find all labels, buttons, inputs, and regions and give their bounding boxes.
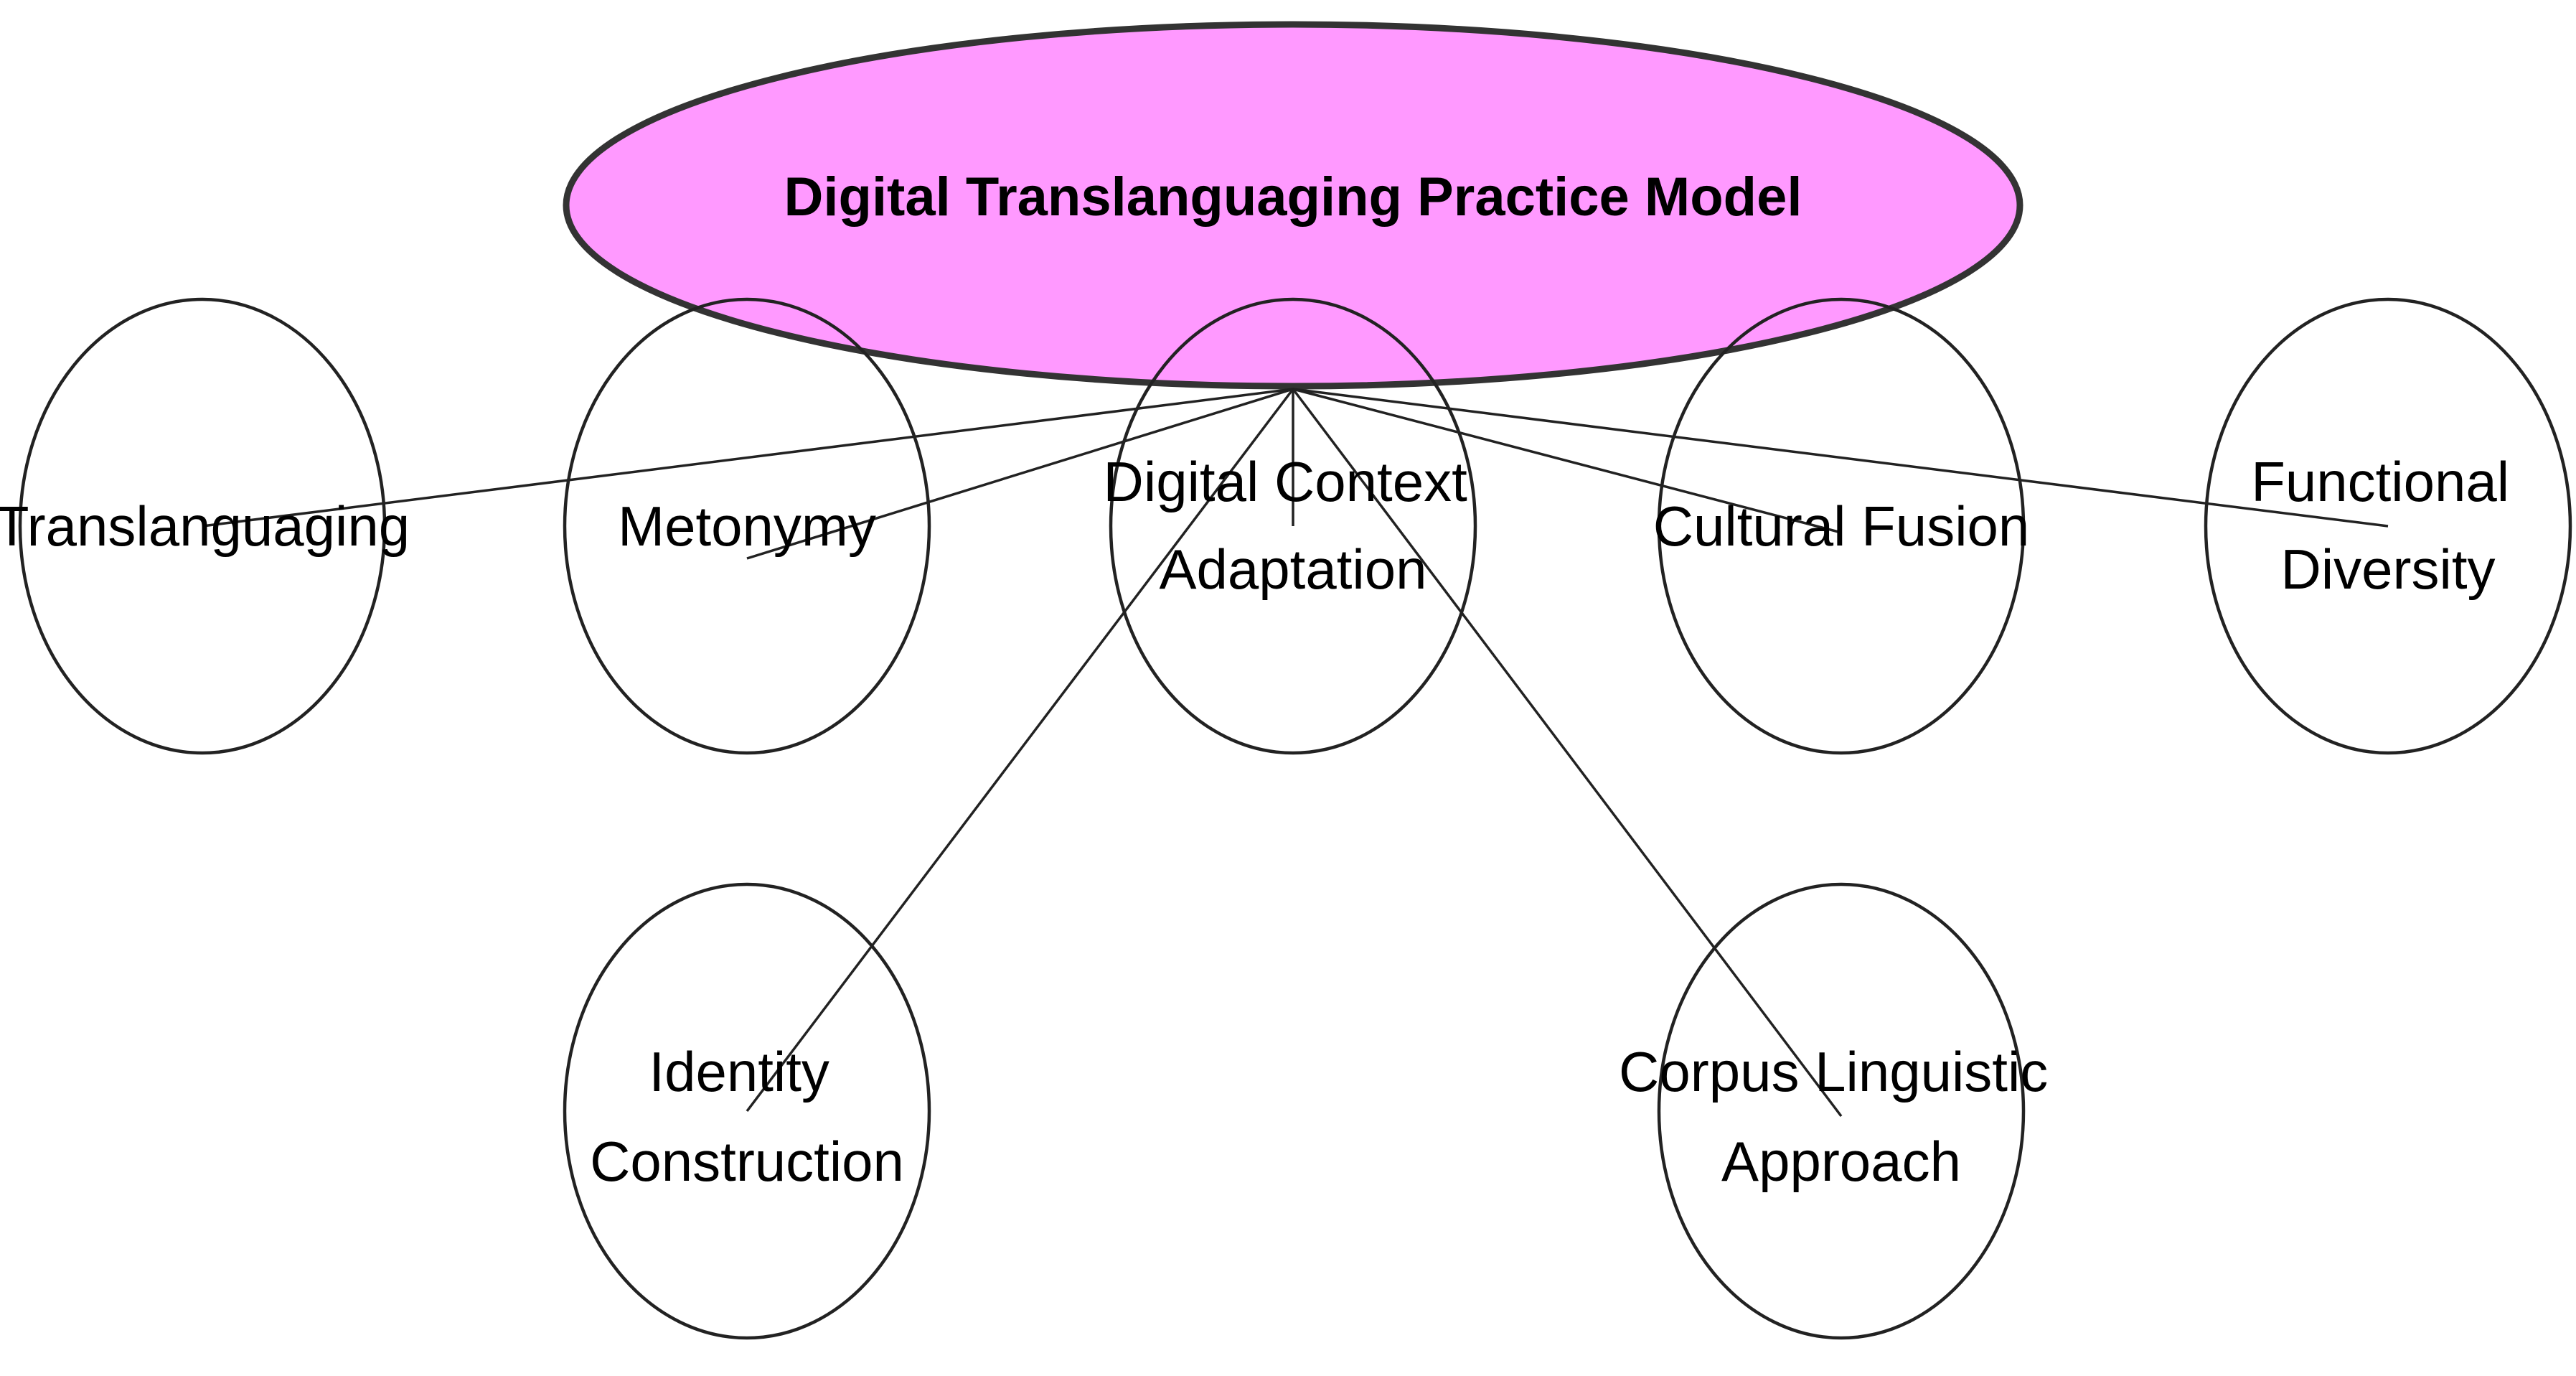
node-label-functional-diversity: Functional Diversity xyxy=(2251,450,2525,601)
node-label-line: Cultural Fusion xyxy=(1653,495,2030,558)
node-label-line: Diversity xyxy=(2280,538,2495,601)
central-concept-ellipse xyxy=(563,21,2023,390)
node-label-line: Functional xyxy=(2251,450,2509,513)
node-label-line: Metonymy xyxy=(618,495,876,558)
central-concept xyxy=(563,21,2023,390)
node-label-metonymy: Metonymy xyxy=(618,495,876,558)
connector-metonymy xyxy=(746,388,1294,560)
node-label-cultural-fusion: Cultural Fusion xyxy=(1653,495,2030,558)
node-ellipse-functional-diversity xyxy=(2204,297,2572,755)
node-label-line: Adaptation xyxy=(1160,538,1427,601)
node-label-line: Digital Context xyxy=(1104,450,1468,513)
node-label-translanguaging: Translanguaging xyxy=(0,495,410,558)
node-ellipse-translanguaging xyxy=(18,297,387,755)
node-label-line: Construction xyxy=(590,1130,904,1193)
connector-cultural-fusion xyxy=(1292,388,1842,534)
node-label-line: Identity xyxy=(649,1040,829,1103)
node-ellipse-identity-construction xyxy=(563,882,931,1340)
node-ellipse-cultural-fusion xyxy=(1657,297,2026,755)
connector-translanguaging xyxy=(202,388,1294,528)
node-label-corpus-linguistic-approach: Corpus Linguistic Approach xyxy=(1619,1040,2064,1193)
connector-functional-diversity xyxy=(1292,388,2389,528)
node-label-identity-construction: Identity Construction xyxy=(590,1040,904,1193)
node-ellipse-metonymy xyxy=(563,297,931,755)
node-ellipse-corpus-linguistic-approach xyxy=(1657,882,2026,1340)
node-shapes xyxy=(18,297,2572,1340)
node-labels: Translanguaging Metonymy Digital Context… xyxy=(0,450,2525,1193)
node-label-digital-context-adaptation: Digital Context Adaptation xyxy=(1104,450,1483,601)
node-label-line: Translanguaging xyxy=(0,495,410,558)
node-label-line: Corpus Linguistic xyxy=(1619,1040,2048,1103)
node-label-line: Approach xyxy=(1721,1130,1961,1193)
connector-identity-construction xyxy=(746,388,1294,1113)
connectors xyxy=(202,388,2389,1118)
diagram-title: Digital Translanguaging Practice Model xyxy=(784,167,1802,228)
connector-corpus-linguistic-approach xyxy=(1292,388,1843,1118)
node-ellipse-digital-context-adaptation xyxy=(1109,297,1477,755)
